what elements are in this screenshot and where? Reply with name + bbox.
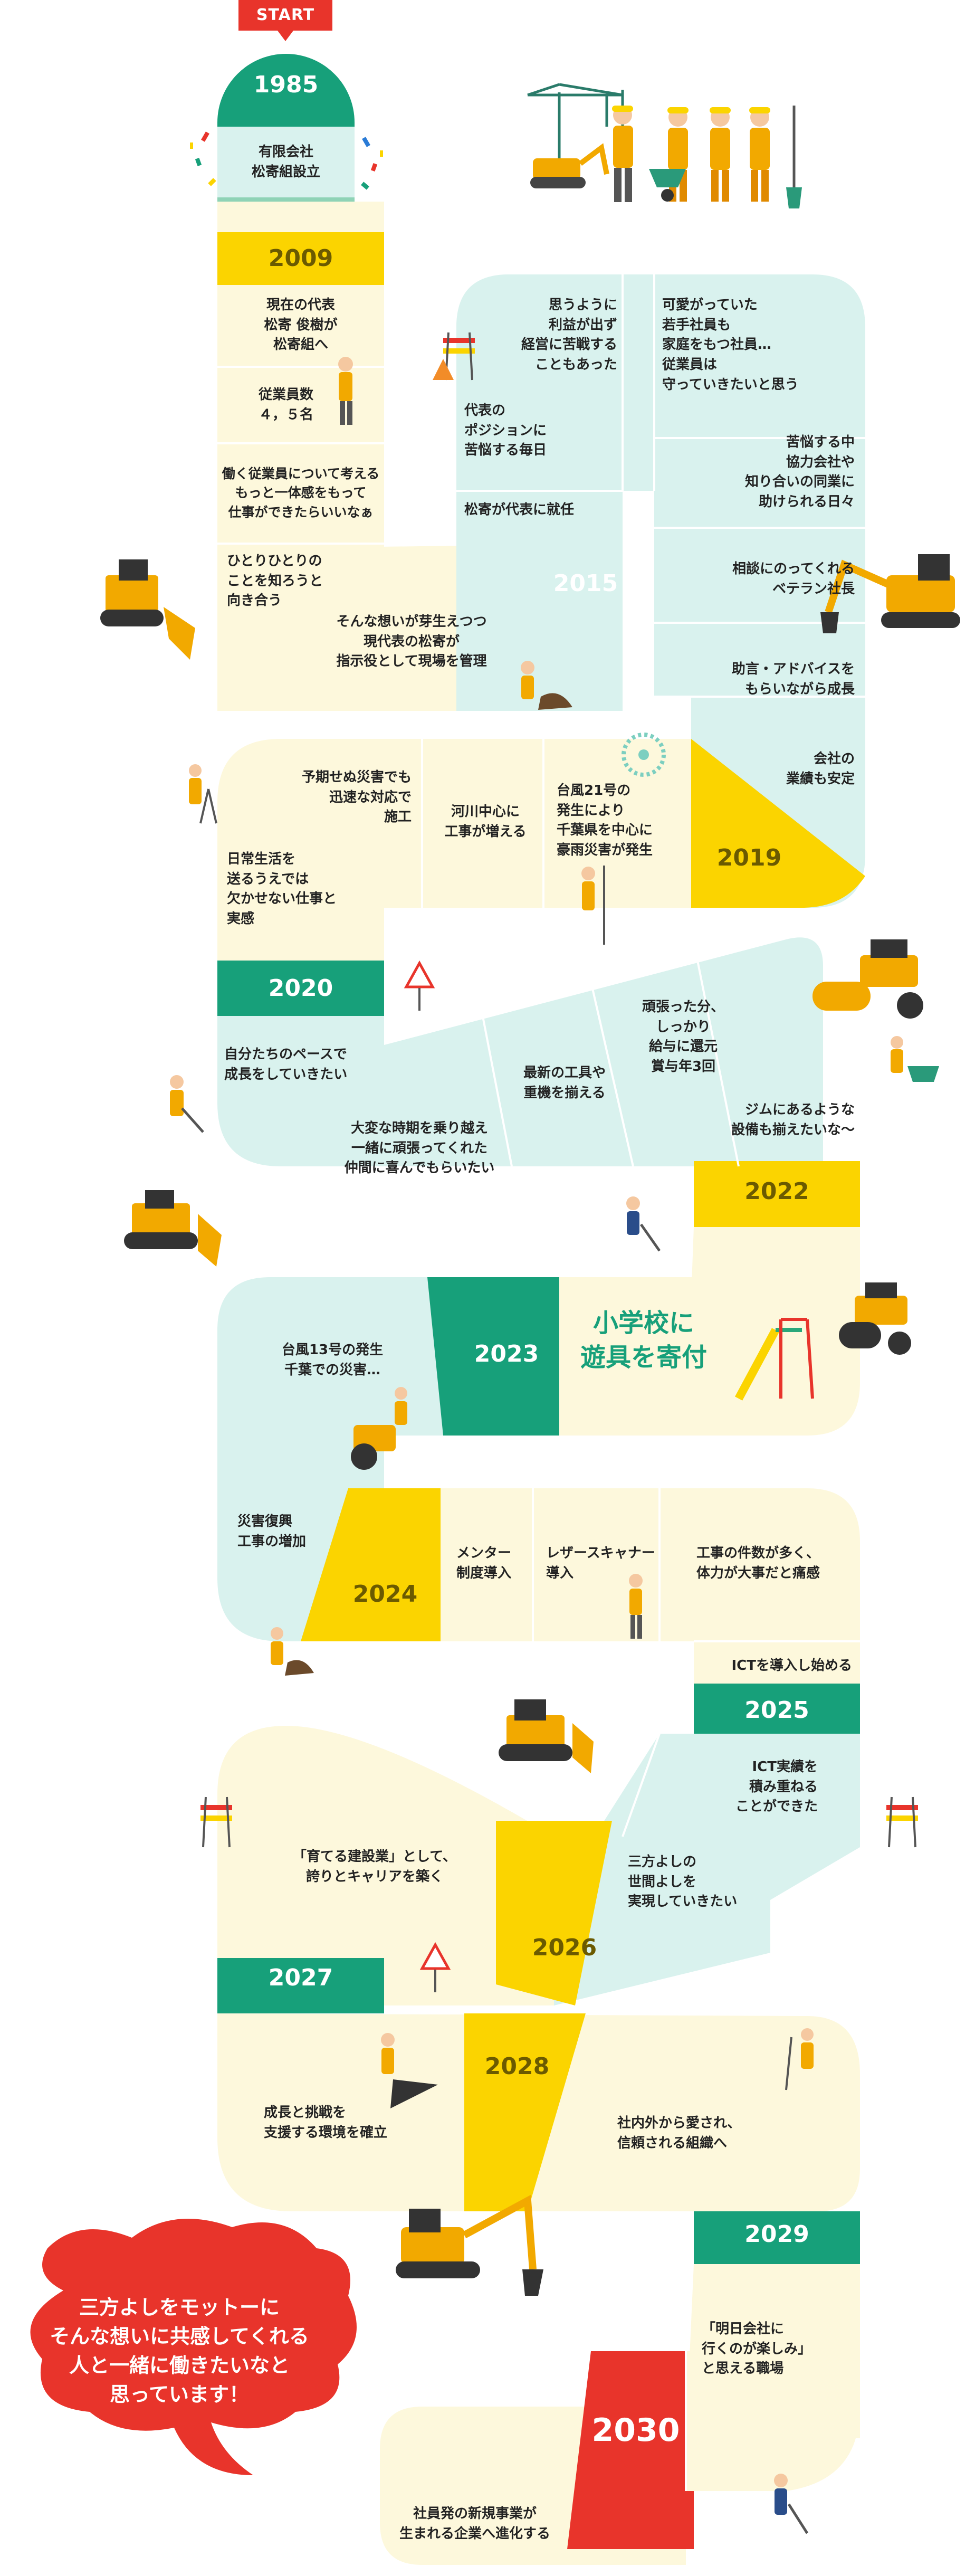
closing-message: 三方よしをモットーに そんな想いに共感してくれる 人と一緒に働きたいなと 思って… xyxy=(50,2296,309,2407)
event-typhoon21: 台風21号の 発生により 千葉県を中心に 豪雨災害が発生 xyxy=(557,783,653,859)
year-2026: 2026 xyxy=(532,1934,597,1961)
event-thinking: 働く従業員について考える もっと一体感をもって 仕事ができたらいいなぁ xyxy=(222,466,380,520)
year-2024: 2024 xyxy=(352,1581,418,1608)
year-2015: 2015 xyxy=(553,570,618,597)
event-recovery: 災害復興 工事の増加 xyxy=(237,1514,307,1550)
road-path xyxy=(217,54,865,2565)
worker-icon xyxy=(338,357,353,425)
event-workload: 工事の件数が多く、 体力が大事だと痛感 xyxy=(696,1545,820,1581)
wheelbarrow-icon xyxy=(891,1036,939,1082)
year-2019: 2019 xyxy=(716,844,782,871)
event-career: 「育てる建設業」として、 誇りとキャリアを築く xyxy=(293,1849,456,1885)
road-roller-icon xyxy=(812,939,923,1019)
start-label: START xyxy=(238,0,332,41)
event-ceo: 現在の代表 松寄 俊樹が 松寄組へ xyxy=(264,297,338,353)
message-bubble xyxy=(30,2219,357,2475)
year-2027: 2027 xyxy=(268,1964,333,1991)
event-pace: 自分たちのペースで 成長をしていきたい xyxy=(224,1047,348,1082)
surveyor-icon xyxy=(785,2028,814,2090)
event-president: 松寄が代表に就任 xyxy=(464,502,575,518)
event-profit: 思うように 利益が出ず 経営に苦戦する こともあった xyxy=(521,297,617,373)
event-hard-time: 大変な時期を乗り越え 一緒に頑張ってくれた 仲間に喜んでもらいたい xyxy=(344,1120,495,1176)
excavator-icon xyxy=(396,2194,543,2296)
bulldozer-icon xyxy=(100,559,195,660)
year-2030: 2030 xyxy=(591,2412,680,2449)
worker-icon xyxy=(381,2033,438,2108)
event-daily: 日常生活を 送るうえでは 欠かせない仕事と 実感 xyxy=(227,851,337,927)
barricade-icon xyxy=(886,1796,918,1848)
year-2022: 2022 xyxy=(744,1178,809,1205)
event-mentor: メンター 制度導入 xyxy=(456,1545,512,1581)
worker-icon xyxy=(170,1075,204,1133)
event-laser: レザースキャナー 導入 xyxy=(546,1545,655,1581)
barricade-icon xyxy=(200,1796,232,1848)
year-2028: 2028 xyxy=(484,2053,550,2080)
slide-icon xyxy=(734,1318,814,1401)
event-ict-results: ICT実績を 積み重ねる ことができた xyxy=(735,1759,818,1815)
barricade-icon xyxy=(433,332,475,381)
event-trust: 社内外から愛され、 信頼される組織へ xyxy=(617,2115,741,2151)
wheelbarrow-icon xyxy=(649,169,686,202)
worker-icon xyxy=(521,661,572,710)
event-each-one: ひとりひとりの ことを知ろうと 向き合う xyxy=(227,553,323,609)
event-playground: 小学校に 遊具を寄付 xyxy=(580,1308,707,1372)
event-staff: 従業員数 ４，５名 xyxy=(258,387,313,423)
event-bonus: 頑張った分、 しっかり 給与に還元 賞与年3回 xyxy=(642,999,724,1075)
confetti-icon xyxy=(190,131,383,190)
warning-sign-icon xyxy=(404,960,435,1011)
event-disaster: 予期せぬ災害でも 迅速な対応で 施工 xyxy=(301,769,412,825)
bulldozer-icon xyxy=(124,1190,222,1267)
warning-sign-icon xyxy=(419,1942,451,1992)
road-roller-icon xyxy=(839,1282,911,1355)
worker-icon xyxy=(271,1627,314,1676)
event-river: 河川中心に 工事が増える xyxy=(444,804,527,840)
event-advice: 助言・アドバイスを もらいながら成長 xyxy=(731,661,855,697)
event-tools: 最新の工具や 重機を揃える xyxy=(523,1065,606,1101)
event-veteran: 相談にのってくれる ベテラン社長 xyxy=(732,561,855,597)
year-2029: 2029 xyxy=(744,2221,809,2248)
event-gym: ジムにあるような 設備も揃えたいな〜 xyxy=(731,1102,855,1138)
excavator-icon xyxy=(820,554,960,633)
event-newbiz: 社員発の新規事業が 生まれる企業へ進化する xyxy=(399,2506,550,2542)
event-fun: 「明日会社に 行くのが楽しみ」 と思える職場 xyxy=(702,2321,812,2377)
year-2023: 2023 xyxy=(474,1341,539,1367)
bulldozer-icon xyxy=(499,1699,594,1773)
worker-group-icon xyxy=(612,106,770,202)
year-2025: 2025 xyxy=(744,1697,809,1724)
worker-icon xyxy=(626,1196,661,1252)
year-1985: 1985 xyxy=(253,71,319,98)
event-growth: 成長と挑戦を 支援する環境を確立 xyxy=(264,2105,388,2141)
event-ict-start: ICTを導入し始める xyxy=(731,1658,853,1674)
road-roller-icon xyxy=(351,1387,407,1470)
event-typhoon13: 台風13号の発生 千葉での災害… xyxy=(281,1342,384,1378)
surveyor-icon xyxy=(581,866,605,945)
event-protect: 可愛がっていた 若手社員も 家庭をもつ社員… 従業員は 守っていきたいと思う xyxy=(662,297,799,393)
shovel-icon xyxy=(786,106,802,208)
event-worry: 代表の ポジションに 苦悩する毎日 xyxy=(464,403,547,459)
surveyor-icon xyxy=(189,764,217,824)
saw-blade-icon xyxy=(622,733,666,777)
worker-icon xyxy=(774,2474,809,2534)
event-sanpo: 三方よしの 世間よしを 実現していきたい xyxy=(628,1854,738,1910)
event-founding: 有限会社 松寄組設立 xyxy=(251,144,320,180)
excavator-icon xyxy=(530,143,609,188)
event-feeling: そんな想いが芽生えつつ 現代表の松寄が 指示役として現場を管理 xyxy=(336,614,487,670)
event-stable: 会社の 業績も安定 xyxy=(786,751,855,787)
event-partners: 苦悩する中 協力会社や 知り合いの同業に 助けられる日々 xyxy=(744,434,855,510)
worker-icon xyxy=(629,1574,643,1639)
year-2009: 2009 xyxy=(217,232,384,285)
year-2020: 2020 xyxy=(268,975,333,1002)
